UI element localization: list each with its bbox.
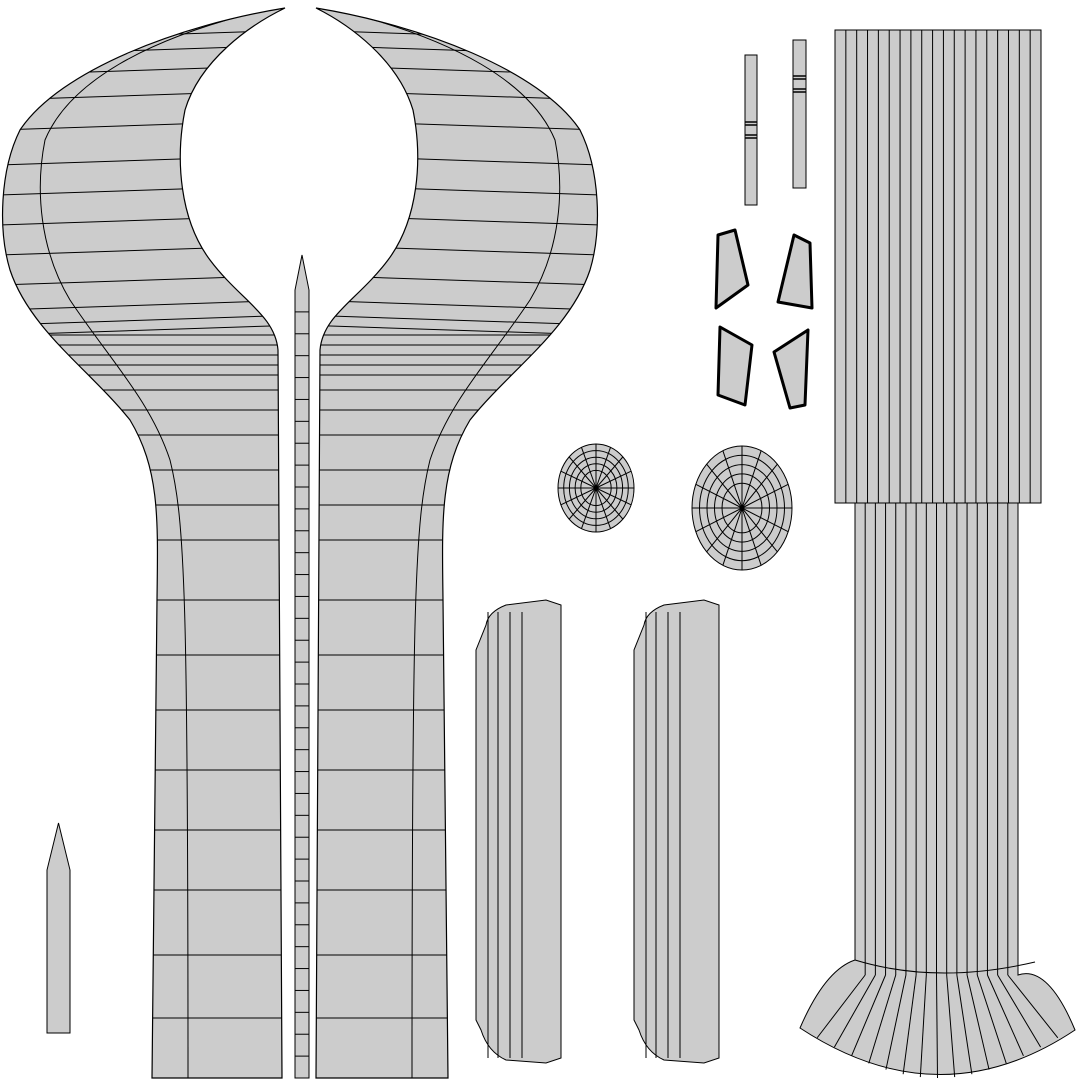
edge-line (0, 110, 600, 130)
seam-line (356, 15, 560, 1078)
edge-line (0, 35, 600, 55)
edge-line (1008, 975, 1058, 1038)
spoke (596, 457, 623, 488)
rounded-bar-right (634, 600, 719, 1063)
edge-line (0, 235, 600, 255)
thin-strip-right (793, 40, 806, 188)
small-disc (558, 444, 634, 532)
quad-piece (718, 327, 752, 405)
edge-line (0, 145, 600, 165)
left-wing-fill (2, 8, 286, 1078)
edge-line (0, 55, 600, 75)
edge-line (937, 975, 938, 1078)
edge-line (987, 975, 1023, 1056)
edge-line (0, 145, 600, 165)
misc-islands (47, 30, 1075, 1078)
spoke (596, 488, 623, 519)
rounded-bar-right-shape (634, 600, 719, 1063)
spoke (561, 488, 596, 505)
spoke (707, 508, 742, 552)
spoke (696, 484, 742, 508)
edge-line (0, 305, 600, 325)
spoke (596, 488, 631, 505)
thin-strip-left-shape (745, 55, 757, 205)
spoke (569, 488, 596, 519)
edge-line (0, 265, 600, 285)
large-disc (692, 446, 792, 570)
edge-line (967, 975, 989, 1070)
spoke (581, 488, 596, 529)
edge-line (0, 80, 600, 100)
spoke (742, 484, 788, 508)
spoke (742, 508, 761, 565)
edge-line (903, 975, 916, 1074)
edge-line (0, 315, 600, 335)
edge-line (0, 290, 600, 310)
spoke (561, 471, 596, 488)
edge-line (0, 265, 600, 285)
edge-line (0, 175, 600, 195)
edge-line (0, 205, 600, 225)
edge-line (0, 305, 600, 325)
quad-pieces (716, 230, 812, 408)
edge-line (0, 20, 600, 40)
edge-line (0, 175, 600, 195)
edge-line (0, 235, 600, 255)
spoke (596, 488, 611, 529)
edge-line (0, 315, 600, 335)
edge-line (886, 975, 906, 1070)
spoke (707, 464, 742, 508)
right-wing-fill (316, 8, 598, 1078)
edge-line (947, 975, 955, 1077)
spoke (596, 447, 611, 488)
rounded-bar-left-shape (476, 600, 561, 1063)
edge-line (0, 20, 600, 40)
edge-line (817, 975, 865, 1038)
edge-line (834, 975, 875, 1047)
edge-line (0, 290, 600, 310)
edge-line (855, 960, 1035, 973)
spoke (696, 508, 742, 532)
seam-line (40, 15, 245, 1078)
edge-line (0, 80, 600, 100)
left-wing-outline (3, 8, 285, 1078)
edge-line (0, 55, 600, 75)
edge-line (0, 205, 600, 225)
small-spike (47, 823, 70, 1033)
quad-piece (774, 330, 808, 408)
edge-line (957, 975, 972, 1074)
spoke (723, 451, 742, 508)
spoke (569, 457, 596, 488)
thin-strip-left (745, 55, 757, 205)
edge-line (977, 975, 1006, 1063)
center-spike (295, 255, 309, 1078)
spoke (742, 464, 777, 508)
edge-line (0, 35, 600, 55)
spoke (742, 508, 777, 552)
small-spike-shape (47, 823, 70, 1033)
edge-line (852, 975, 886, 1056)
spoke (742, 451, 761, 508)
column-top (835, 30, 1041, 503)
rounded-bar-left (476, 600, 561, 1063)
thin-strip-right-shape (793, 40, 806, 188)
edge-line (998, 975, 1041, 1047)
fluted-column (800, 30, 1075, 1078)
spoke (723, 508, 742, 565)
edge-line (869, 975, 896, 1063)
spoke (581, 447, 596, 488)
column-bottom (800, 503, 1075, 1075)
spoke (596, 471, 631, 488)
right-wing-outline (316, 8, 597, 1078)
edge-line (0, 110, 600, 130)
quad-piece (778, 235, 812, 308)
spoke (742, 508, 788, 532)
edge-line (920, 975, 926, 1077)
quad-piece (716, 230, 748, 308)
center-spike-shape (295, 255, 309, 1078)
